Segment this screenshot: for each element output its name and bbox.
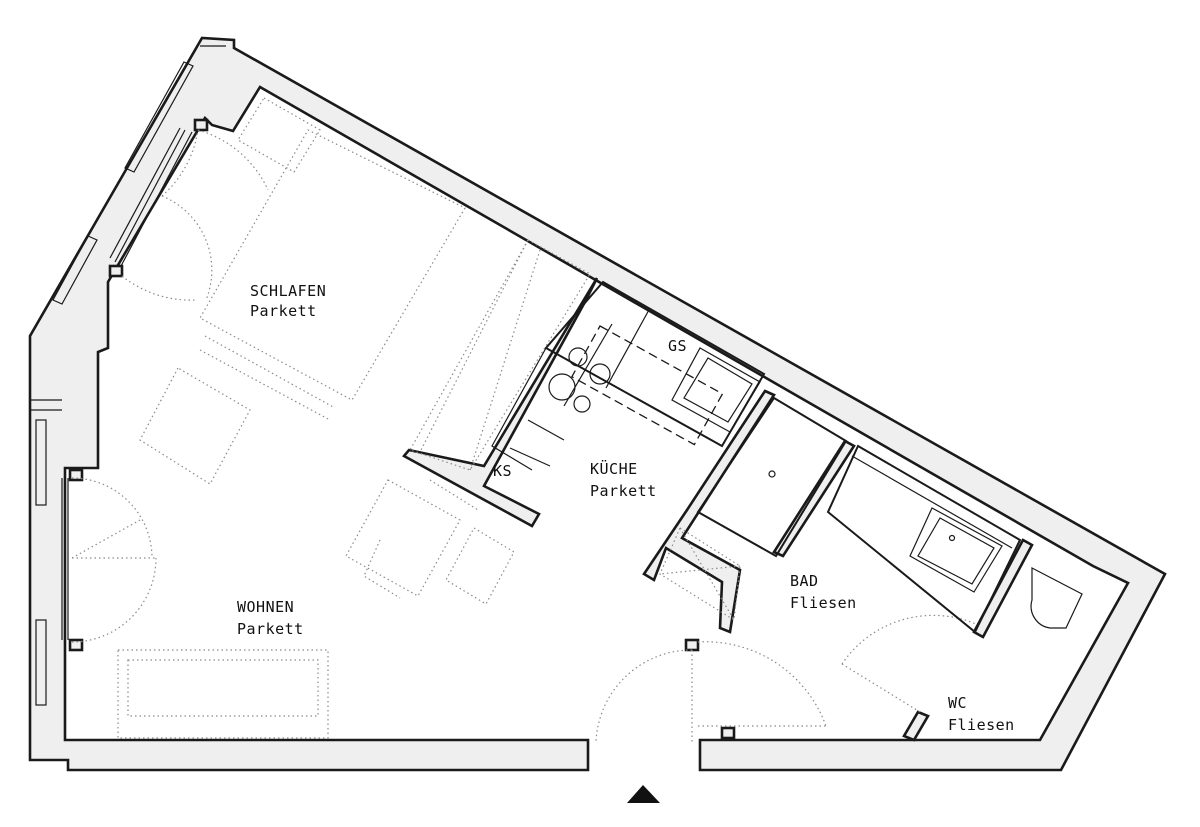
furniture	[117, 97, 741, 739]
window-jamb-mid	[108, 264, 124, 278]
wc-wall-stub	[902, 710, 930, 742]
room-name-bad: BAD	[790, 572, 819, 590]
window-jamb-west-top	[68, 468, 84, 482]
bath-wc-wall	[972, 538, 1034, 639]
bathroom-wall-west	[642, 389, 776, 634]
door-jamb-left	[684, 638, 700, 652]
room-name-wohnen: WOHNEN	[237, 598, 294, 616]
room-floor-wc: Fliesen	[948, 716, 1015, 734]
windows	[30, 45, 226, 706]
fixture-ks-label: KS	[493, 462, 512, 480]
room-name-kueche: KÜCHE	[590, 459, 638, 478]
window-jamb-top	[193, 118, 209, 132]
room-floor-schlafen: Parkett	[250, 302, 317, 320]
room-floor-wohnen: Parkett	[237, 620, 304, 638]
bathroom-fixtures	[696, 396, 1083, 634]
kitchen-partition-wall	[401, 277, 599, 528]
room-labels: SCHLAFEN Parkett KÜCHE Parkett WOHNEN Pa…	[237, 282, 1015, 734]
room-floor-bad: Fliesen	[790, 594, 857, 612]
window-jamb-west-bottom	[68, 638, 84, 652]
kitchen	[491, 280, 766, 471]
fixture-gs-label: GS	[668, 337, 687, 355]
entrance-arrow-icon	[627, 785, 660, 803]
room-name-schlafen: SCHLAFEN	[250, 282, 326, 300]
room-floor-kueche: Parkett	[590, 482, 657, 500]
room-name-wc: WC	[948, 694, 967, 712]
door-jamb-right	[720, 726, 736, 740]
